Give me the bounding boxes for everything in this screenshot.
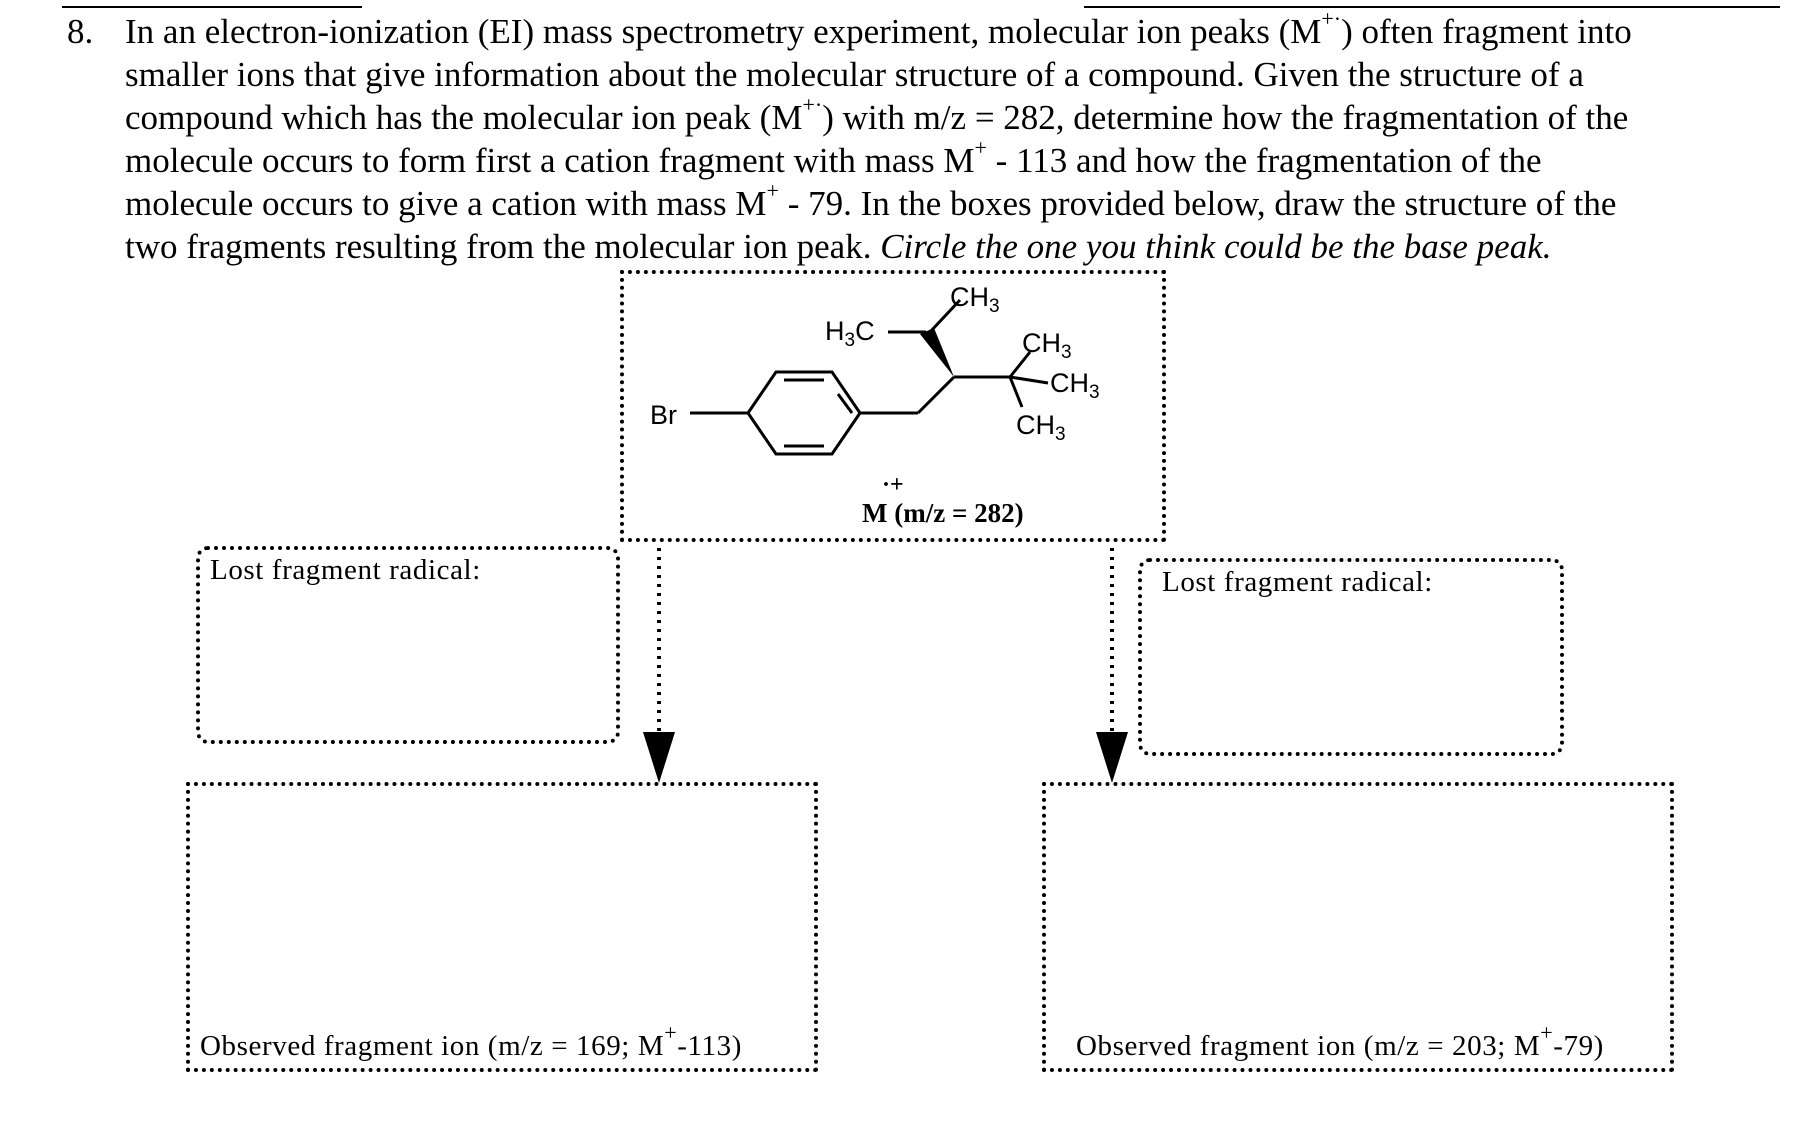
left-arrow-head [643,732,675,783]
ch2-ch-bond [916,375,956,415]
question-line-6: two fragments resulting from the molecul… [125,227,1552,266]
tbutyl-ch3-down-bond [1008,376,1024,408]
tbutyl-ch3-right-bond [1009,375,1049,385]
question-text: In an electron-ionization (EI) mass spec… [125,6,1805,268]
question-line-5: molecule occurs to give a cation with ma… [125,178,1617,223]
molecular-ion-label: M·+ (m/z = 282) [862,472,1024,528]
base-peak-instruction: Circle the one you think could be the ba… [880,227,1552,266]
ch3-top-bond [928,298,962,334]
question-line-4: molecule occurs to form first a cation f… [125,135,1542,180]
question-number: 8. [67,12,94,51]
br-label: Br [650,400,677,430]
ch3-upper-label: CH3 [1022,328,1072,363]
question-line-2: smaller ions that give information about… [125,55,1584,94]
radical-cation-charge: ·+ [882,472,904,498]
left-observed-fragment-box[interactable] [186,782,818,1072]
right-observed-fragment-label: Observed fragment ion (m/z = 203; M+-79) [1076,1020,1604,1062]
right-lost-fragment-label: Lost fragment radical: [1162,566,1433,598]
header-rule-right [1084,6,1780,8]
left-lost-fragment-box[interactable] [196,546,620,744]
question-line-3: compound which has the molecular ion pea… [125,92,1629,137]
right-arrow-head [1096,732,1128,783]
left-observed-fragment-label: Observed fragment ion (m/z = 169; M+-113… [200,1020,742,1062]
molecule-bonds [690,298,1049,415]
molecule-box [620,270,1166,542]
question-line-1: In an electron-ionization (EI) mass spec… [125,6,1632,51]
left-lost-fragment-label: Lost fragment radical: [210,554,481,586]
right-lost-fragment-box[interactable] [1138,558,1564,756]
ch3-right-label: CH3 [1050,368,1100,403]
wedge-bond [920,328,954,377]
header-rule-left [62,6,362,8]
h3c-label: H3C [825,316,875,351]
benzene-ring [746,370,862,456]
ch3-lower-label: CH3 [1016,410,1066,445]
tbutyl-ch3-up-bond [1008,351,1032,378]
ch3-top-label: CH3 [950,282,1000,317]
right-observed-fragment-box[interactable] [1042,782,1674,1072]
